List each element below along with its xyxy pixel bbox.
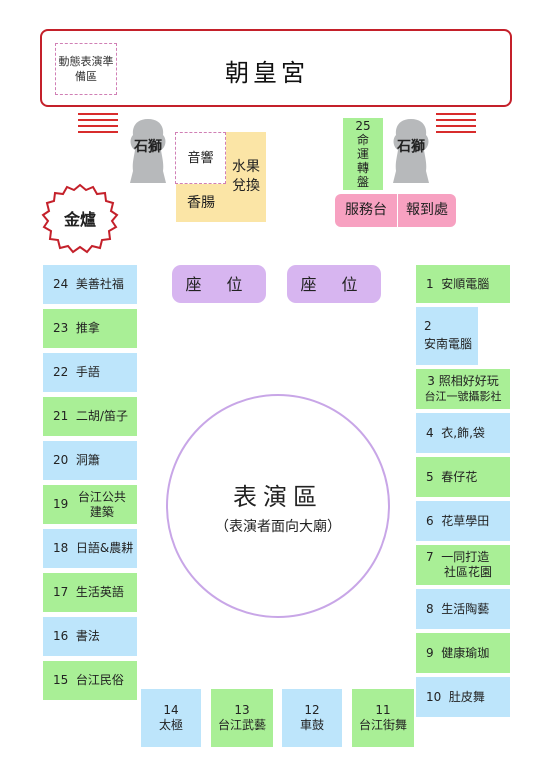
seating-area-right: 座 位	[287, 265, 381, 303]
booth-20: 20 洞簫	[43, 441, 137, 480]
booth-22: 22 手語	[43, 353, 137, 392]
booth-10: 10 肚皮舞	[416, 677, 510, 717]
performance-stage: 表演區 （表演者面向大廟）	[166, 394, 390, 618]
stone-lion-label: 石獅	[134, 139, 162, 155]
stage-title: 表演區	[233, 482, 323, 511]
booth-24: 24 美善社福	[43, 265, 137, 304]
booth-9: 9 健康瑜珈	[416, 633, 510, 673]
booth-fortune-wheel: 25命運轉盤	[343, 118, 383, 190]
stone-lion-icon	[393, 119, 429, 183]
booth-fruit-bg	[226, 132, 266, 222]
booth-1: 1 安順電腦	[416, 265, 510, 303]
booth-sound: 音響	[175, 132, 226, 184]
booth-18: 18 日語&農耕	[43, 529, 137, 568]
booth-21: 21 二胡/笛子	[43, 397, 137, 436]
stone-lion-label: 石獅	[397, 139, 425, 155]
stone-lion-right: 石獅	[389, 117, 433, 187]
booth-registration: 報到處	[397, 194, 456, 227]
stone-lion-icon	[130, 119, 166, 183]
booth-8: 8 生活陶藝	[416, 589, 510, 629]
booth-19: 19 台江公共建築	[43, 485, 137, 524]
temple-building	[40, 29, 512, 107]
booth-15: 15 台江民俗	[43, 661, 137, 700]
booth-23: 23 推拿	[43, 309, 137, 348]
booth-5: 5 春仔花	[416, 457, 510, 497]
booth-3: 3 照相好好玩 台江一號攝影社	[416, 369, 510, 409]
booth-4: 4 衣,飾,袋	[416, 413, 510, 453]
booth-service-desk: 服務台	[335, 194, 397, 227]
booth-sausage: 香腸	[187, 194, 215, 211]
scalloped-badge-icon	[41, 183, 119, 254]
stage-subtitle: （表演者面向大廟）	[215, 518, 341, 535]
left-stripes	[78, 113, 118, 137]
incense-burner: 金爐	[40, 182, 120, 254]
booth-2: 2 安南電腦	[416, 307, 478, 365]
booth-17: 17 生活英語	[43, 573, 137, 612]
dynamic-performance-prep-area: 動態表演準備區	[55, 43, 117, 95]
booth-7: 7 一同打造 社區花園	[416, 545, 510, 585]
right-stripes	[436, 113, 476, 137]
booth-6: 6 花草學田	[416, 501, 510, 541]
booth-16: 16 書法	[43, 617, 137, 656]
booth-fruit-exchange: 水果兌換	[232, 159, 260, 194]
seating-area-left: 座 位	[172, 265, 266, 303]
incense-burner-label: 金爐	[63, 210, 96, 229]
stone-lion-left: 石獅	[126, 117, 170, 187]
temple-title: 朝皇宮	[225, 59, 309, 87]
